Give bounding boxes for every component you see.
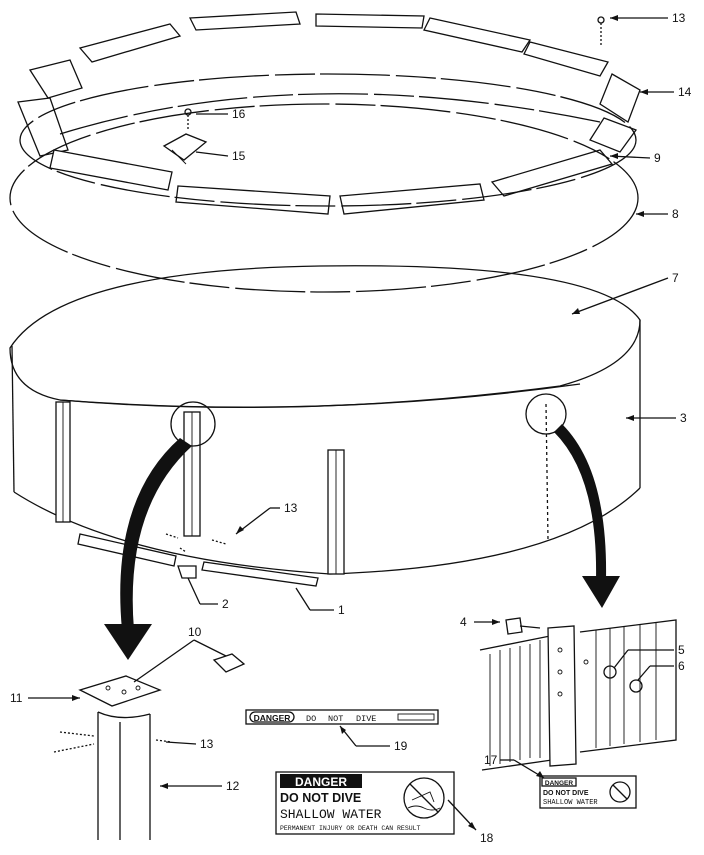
pool-wall	[11, 320, 641, 575]
callout-10: 10	[188, 625, 202, 639]
callout-13-middle: 13	[284, 501, 298, 515]
callout-4: 4	[460, 615, 467, 629]
detail-circle-left	[170, 401, 216, 447]
wall-decal-heading: DANGER	[545, 780, 573, 787]
leader-lines	[28, 15, 676, 831]
callout-12: 12	[226, 779, 240, 793]
top-seat-ring	[17, 11, 641, 215]
large-decal-heading: DANGER	[295, 775, 347, 789]
callout-3: 3	[680, 411, 687, 425]
screws-13-middle	[165, 533, 227, 553]
small-decal-word-3: DIVE	[356, 714, 376, 724]
small-decal-heading: DANGER	[254, 713, 291, 723]
no-diving-symbol	[403, 777, 445, 819]
wall-seam	[545, 403, 549, 541]
bottom-rails	[77, 533, 319, 587]
callout-7: 7	[672, 271, 679, 285]
wall-decal-line-1: DO NOT DIVE	[543, 790, 589, 797]
callout-labels: 13 14 16 15 9 8 7 3 13 2 1 10 11 13 12 4…	[10, 11, 692, 845]
callout-6: 6	[678, 659, 685, 673]
upright-center	[183, 411, 201, 537]
upright-right	[327, 449, 345, 575]
top-plate-detail	[53, 653, 246, 840]
callout-2: 2	[222, 597, 229, 611]
screw-16	[184, 108, 192, 130]
callout-5: 5	[678, 643, 685, 657]
detail-circle-right	[525, 393, 567, 435]
small-decal-word-1: DO	[306, 714, 316, 724]
large-decal-line-1: DO NOT DIVE	[280, 791, 361, 805]
large-decal-line-3: PERMANENT INJURY OR DEATH CAN RESULT	[280, 825, 421, 832]
callout-15: 15	[232, 149, 246, 163]
large-decal-18: DANGER DO NOT DIVE SHALLOW WATER PERMANE…	[275, 771, 455, 835]
callout-14: 14	[678, 85, 692, 99]
wall-panel-detail	[479, 617, 677, 771]
callout-13-top: 13	[672, 11, 686, 25]
arrow-to-wall-detail	[554, 424, 620, 608]
callout-18: 18	[480, 831, 494, 845]
screw-13-top	[597, 16, 605, 46]
rail-bracket	[162, 133, 208, 165]
callout-17: 17	[484, 753, 498, 767]
large-decal-line-2: SHALLOW WATER	[280, 807, 382, 822]
callout-13-bottom: 13	[200, 737, 214, 751]
wall-decal-line-2: SHALLOW WATER	[543, 799, 598, 807]
small-decal-19: DANGER DO NOT DIVE	[245, 709, 439, 725]
bottom-plate	[177, 565, 197, 579]
liner-rim-ring	[9, 103, 639, 293]
callout-8: 8	[672, 207, 679, 221]
callout-19: 19	[394, 739, 408, 753]
top-rail-ring	[19, 73, 637, 207]
callout-16: 16	[232, 107, 246, 121]
wall-decal-17: DANGER DO NOT DIVE SHALLOW WATER	[539, 775, 637, 809]
upright-left	[55, 401, 71, 523]
small-decal-word-2: NOT	[328, 714, 343, 724]
callout-11: 11	[10, 691, 23, 705]
callout-1: 1	[338, 603, 345, 617]
callout-9: 9	[654, 151, 661, 165]
pool-liner	[9, 265, 641, 409]
arrow-to-top-plate-detail	[104, 438, 192, 660]
